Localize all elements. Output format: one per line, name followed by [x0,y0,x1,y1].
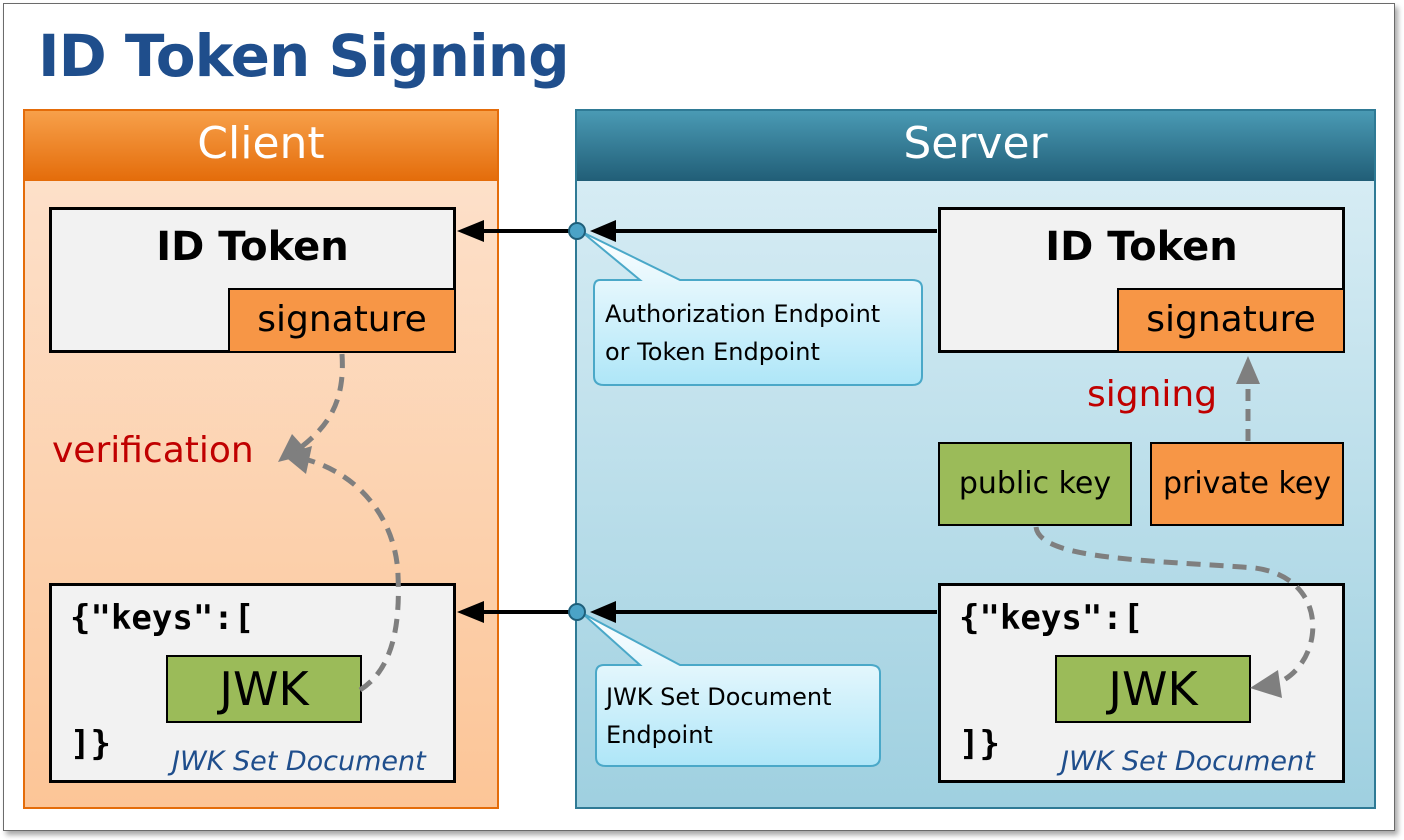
signing-label: signing [1087,374,1218,415]
private-key-to-signature-arrowhead [1236,356,1260,384]
jwk-set-arrowhead-client [457,601,484,623]
server-jwk-open: {"keys":[ [959,598,1144,638]
client-jwk-set-label: JWK Set Document [172,746,426,777]
signature-to-verification-dashed [298,353,345,450]
server-jwk-set-label: JWK Set Document [1061,746,1315,777]
client-signature: signature [228,288,456,353]
server-jwk-close: ]} [959,724,1000,764]
public-key: public key [938,442,1132,526]
id-token-arrowhead-server [590,220,616,242]
jwk-set-endpoint-callout [581,612,881,767]
private-key: private key [1150,442,1344,526]
authorization-endpoint-label: Authorization Endpoint or Token Endpoint [605,295,880,371]
verification-label: verification [52,430,254,471]
jwk-set-endpoint-dot [568,603,586,621]
jwk-to-verification-dashed [307,457,401,693]
client-jwk-open: {"keys":[ [70,598,255,638]
authorization-endpoint-line1: Authorization Endpoint [605,300,881,328]
public-key-to-jwk-arrowhead [1250,670,1282,698]
client-jwk-set-document: {"keys":[ JWK ]} JWK Set Document [49,583,456,783]
client-header: Client [25,111,497,181]
public-key-to-jwk-dashed [1033,526,1316,685]
jwk-set-endpoint-label: JWK Set Document Endpoint [606,678,832,754]
jwk-set-endpoint-line2: Endpoint [606,721,713,749]
server-jwk-set-document: {"keys":[ JWK ]} JWK Set Document [938,583,1345,783]
jwk-set-arrowhead-server [590,601,616,623]
client-id-token: ID Token signature [49,207,456,353]
server-id-token-title: ID Token [1045,224,1238,270]
jwk-set-endpoint-line1: JWK Set Document [606,683,832,711]
authorization-endpoint-callout [581,231,923,386]
client-id-token-title: ID Token [156,224,349,270]
authorization-endpoint-line2: or Token Endpoint [605,338,820,366]
client-jwk-close: ]} [70,724,111,764]
jwk-to-verification-arrowhead [283,446,312,474]
server-signature: signature [1117,288,1345,353]
page-title: ID Token Signing [38,22,570,90]
server-header: Server [577,111,1374,181]
server-jwk: JWK [1055,655,1251,723]
id-token-arrowhead-client [457,220,484,242]
authorization-endpoint-dot [568,222,586,240]
server-id-token: ID Token signature [938,207,1345,353]
